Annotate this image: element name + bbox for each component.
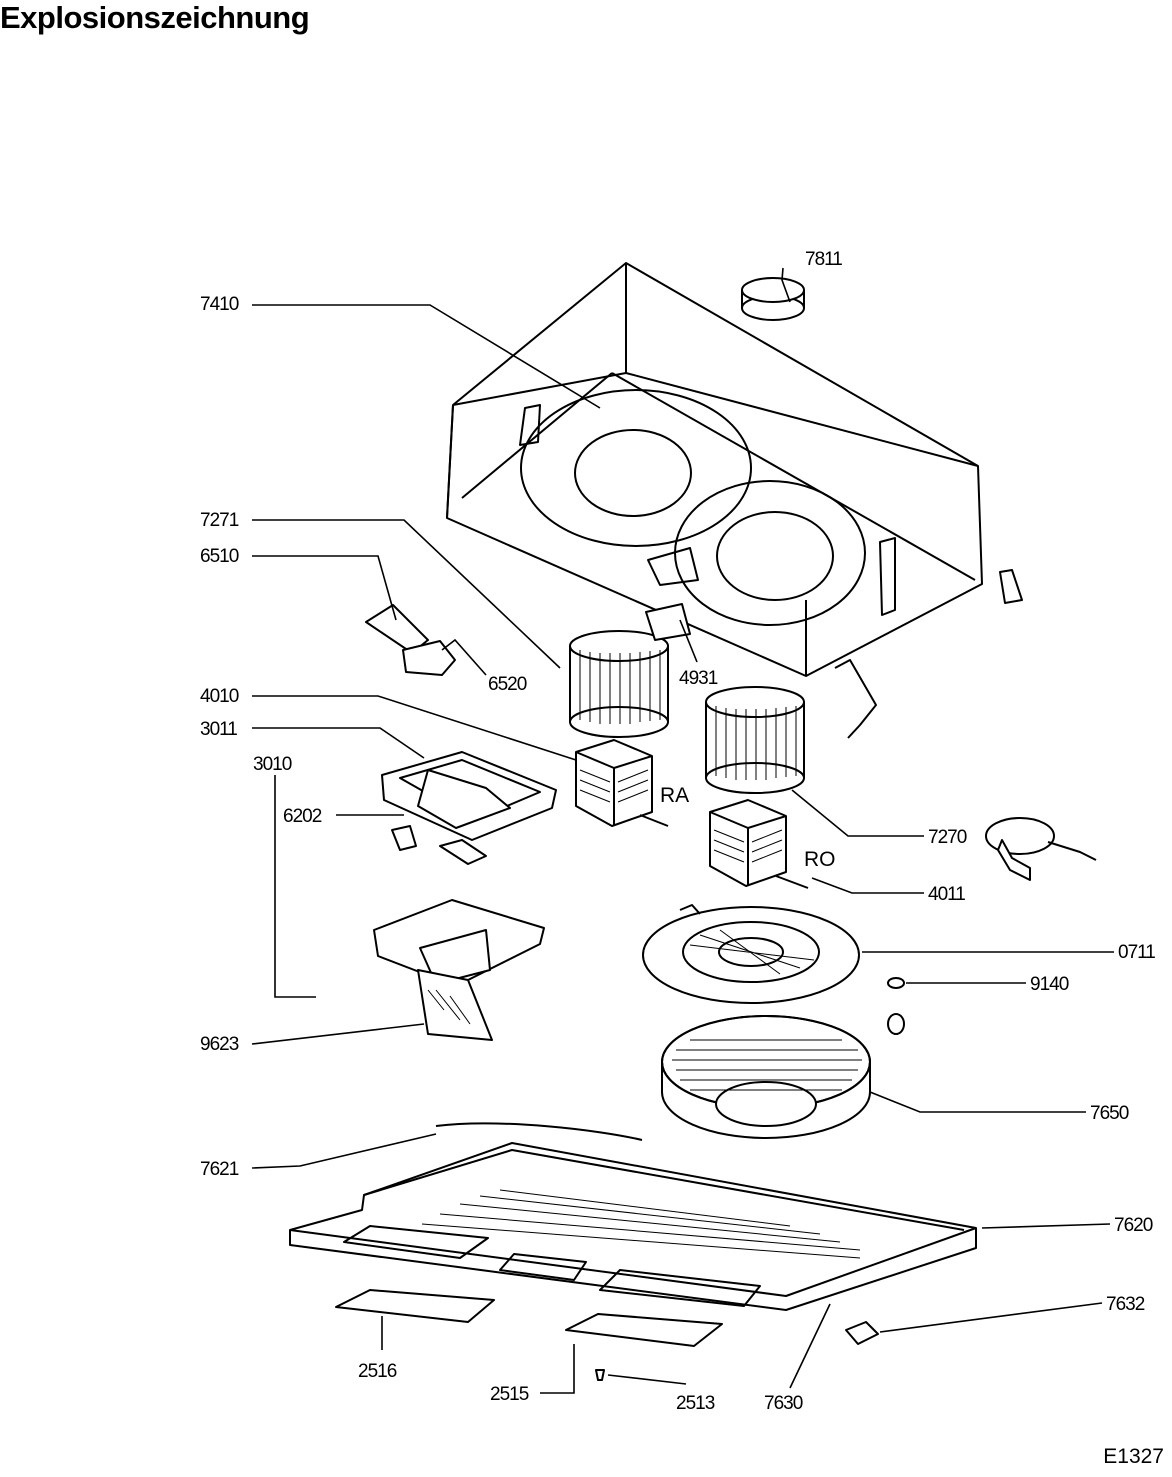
housing-7410 [446, 262, 1023, 739]
grease-filter-7650 [661, 1015, 871, 1139]
drawing-code: E1327 [1103, 1445, 1164, 1468]
nut-9140 [887, 977, 905, 1035]
label-7621: 7621 [200, 1159, 239, 1180]
label-6510: 6510 [200, 546, 239, 567]
label-7650: 7650 [1090, 1103, 1129, 1124]
label-3010: 3010 [253, 754, 292, 775]
lamp-cover-2516 [335, 1289, 495, 1323]
label-0711: 0711 [1118, 942, 1155, 963]
fan-housing-0711 [642, 904, 860, 1004]
label-7270: 7270 [928, 827, 967, 848]
label-7632: 7632 [1106, 1294, 1145, 1315]
label-9623: 9623 [200, 1034, 239, 1055]
label-4011: 4011 [928, 884, 965, 905]
leader-lines [251, 267, 1114, 1394]
clip-7632 [845, 1321, 879, 1345]
label-7410: 7410 [200, 294, 239, 315]
label-4010: 4010 [200, 686, 239, 707]
label-2516: 2516 [358, 1361, 397, 1382]
motor-label-ra: RA [660, 784, 689, 807]
label-7630: 7630 [764, 1393, 803, 1414]
outlet-ring-7811 [741, 277, 805, 321]
page-title: Explosionszeichnung [0, 0, 310, 35]
blower-wheel-7270 [705, 686, 805, 794]
motor-label-ro: RO [804, 848, 836, 871]
label-6520: 6520 [488, 674, 527, 695]
label-7811: 7811 [805, 249, 842, 270]
control-panel-9623 [373, 899, 545, 1041]
bracket-6510 [365, 604, 456, 676]
motor-4011 [709, 799, 809, 889]
clip-4931 [645, 603, 691, 641]
lamp-cover-2515 [565, 1313, 723, 1347]
label-2513: 2513 [676, 1393, 715, 1414]
label-9140: 9140 [1030, 974, 1069, 995]
blower-wheel-7271 [569, 630, 669, 738]
lamp-holder [985, 817, 1097, 881]
label-7620: 7620 [1114, 1215, 1153, 1236]
label-2515: 2515 [490, 1384, 529, 1405]
label-3011: 3011 [200, 719, 237, 740]
motor-4010 [575, 739, 669, 827]
seal-strip-7621 [435, 1122, 643, 1141]
label-4931: 4931 [679, 668, 718, 689]
switch-box-3011 [381, 751, 557, 865]
label-7271: 7271 [200, 510, 239, 531]
part-labels: 7811 7410 7271 6510 6520 4931 4010 3011 … [200, 249, 1156, 1414]
screw-2513 [595, 1369, 605, 1381]
label-6202: 6202 [283, 806, 322, 827]
bottom-panel-7620 [289, 1142, 977, 1311]
